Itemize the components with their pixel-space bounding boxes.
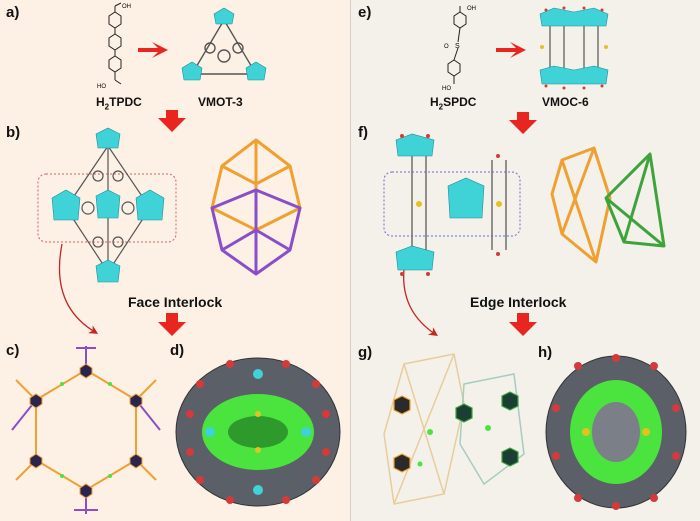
sulfur-label: S (455, 43, 460, 50)
panel-label-a: a) (6, 4, 20, 21)
oh-label-top-right: OH (467, 6, 476, 12)
oxygen-label: O (444, 44, 449, 50)
face-interlock-cage-model (37, 127, 177, 283)
oh-label-top-left: OH (122, 4, 131, 10)
cage-name-right: VMOC-6 (542, 95, 589, 109)
edge-interlock-cage-model (383, 133, 521, 276)
arrow-a-down (158, 110, 186, 132)
oh-label-bottom-left: HO (97, 84, 106, 90)
arrow-a-right (138, 42, 168, 58)
face-interlock-topology (210, 138, 302, 276)
panel-label-g: g) (358, 344, 373, 361)
interlock-highlight-box-right (383, 171, 521, 237)
interlock-highlight-box-left (37, 173, 177, 243)
ligand-name-right: H2SPDC (430, 95, 477, 112)
panel-divider (350, 0, 351, 521)
face-interlock-packing-view (11, 346, 161, 514)
cage-name-left: VMOT-3 (198, 95, 243, 109)
arrow-f-down (509, 313, 537, 336)
vmoc6-cage-model (539, 6, 609, 90)
arrow-b-down (158, 313, 186, 336)
panel-label-d: d) (170, 342, 185, 359)
edge-interlock-topology (550, 146, 666, 264)
edge-interlock-space-filling (545, 354, 687, 510)
panel-label-e: e) (358, 4, 372, 21)
panel-label-b: b) (6, 124, 21, 141)
arrow-e-down (509, 112, 537, 134)
face-interlock-space-filling (175, 357, 341, 507)
arrow-e-right (496, 42, 526, 58)
caption-face-interlock: Face Interlock (128, 294, 223, 310)
oh-label-bottom-right: HO (442, 86, 451, 92)
edge-interlock-packing-view (383, 353, 525, 505)
caption-edge-interlock: Edge Interlock (470, 294, 567, 310)
ligand-structure-tpdc: OH HO (97, 2, 131, 90)
panel-label-c: c) (6, 342, 20, 359)
arrow-b-curve-to-c (58, 243, 99, 334)
vmot3-cage-model (181, 7, 267, 81)
ligand-structure-spdc: OH S O HO (442, 6, 476, 92)
panel-label-f: f) (358, 124, 368, 141)
panel-label-h: h) (538, 344, 553, 361)
ligand-name-left: H2TPDC (96, 95, 142, 112)
